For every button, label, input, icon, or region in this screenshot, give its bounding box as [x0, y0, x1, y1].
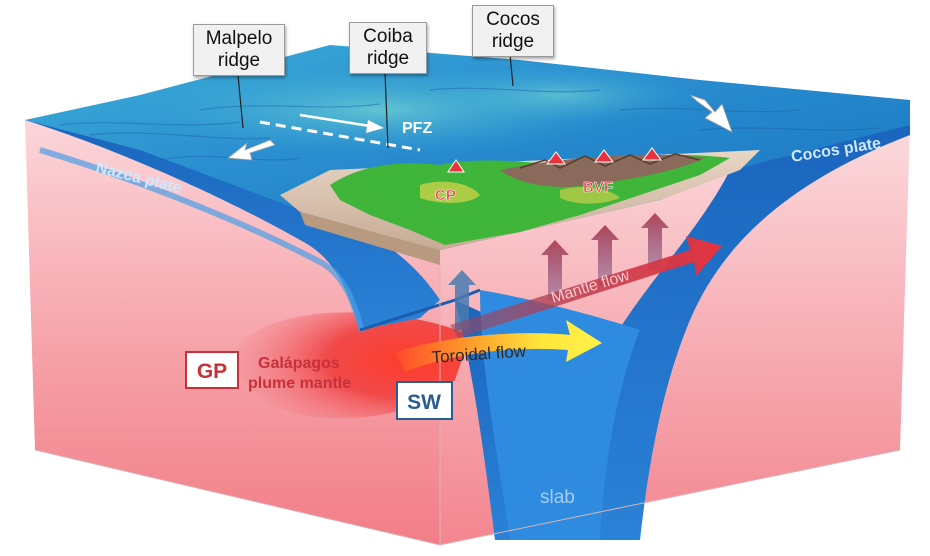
volcano-marker [594, 149, 614, 163]
cocos-slab-core [480, 290, 640, 540]
coiba-line1: Coiba [363, 26, 413, 47]
malpelo-ridge-callout: Malpelo ridge [193, 24, 285, 76]
malpelo-line1: Malpelo [205, 28, 273, 49]
nazca-motion-arrow [226, 139, 276, 161]
gp-box [185, 351, 239, 389]
gp-box-label: GP [197, 360, 227, 383]
galapagos-label-line2: plume mantle [248, 375, 351, 392]
land-lowland-yellow [420, 181, 480, 203]
volcano-marker [642, 147, 662, 161]
pfz-fault-line [259, 120, 421, 152]
land-lowland-yellow-2 [560, 187, 620, 204]
bvf-label: BVF [583, 179, 613, 196]
cocos-line1: Cocos [486, 9, 540, 30]
plate-motion-arrows [226, 94, 733, 161]
mantle-flow-arrow [450, 236, 722, 338]
cocos-line2: ridge [491, 31, 535, 52]
shelf-front [300, 212, 440, 265]
malpelo-line2: ridge [217, 50, 261, 71]
volcano-markers [447, 147, 662, 173]
pfz-arrow [299, 113, 371, 128]
cocos-ridge-glow [420, 65, 700, 125]
cocos-ridge-callout: Cocos ridge [472, 5, 554, 57]
volcano-marker [546, 151, 566, 165]
upwelling-arrow [541, 240, 569, 300]
pfz-arrow-head [366, 120, 384, 133]
upwelling-arrow [448, 270, 476, 330]
sw-box [396, 381, 453, 420]
cocos-slab [560, 120, 910, 540]
nazca-slab-edge [39, 147, 365, 333]
nazca-slab [25, 118, 440, 330]
coiba-ridge-callout: Coiba ridge [349, 22, 427, 74]
upwelling-arrow [591, 225, 619, 285]
cocos-motion-arrow [689, 94, 733, 133]
pfz-label: PFZ [402, 120, 432, 137]
cocos-leader [509, 53, 514, 87]
malpelo-leader [237, 74, 244, 129]
volcano-marker [447, 159, 465, 173]
toroidal-flow-arrow [395, 320, 602, 372]
coiba-line2: ridge [366, 48, 410, 69]
coiba-leader [384, 71, 389, 149]
slab-label: slab [540, 487, 575, 508]
callout-leaders [237, 53, 514, 149]
cp-label: CP [435, 187, 456, 204]
sw-box-label: SW [407, 391, 441, 414]
upwelling-arrow [641, 213, 669, 270]
upwelling-arrows [448, 213, 669, 330]
galapagos-label-line1: Galápagos [258, 355, 340, 372]
